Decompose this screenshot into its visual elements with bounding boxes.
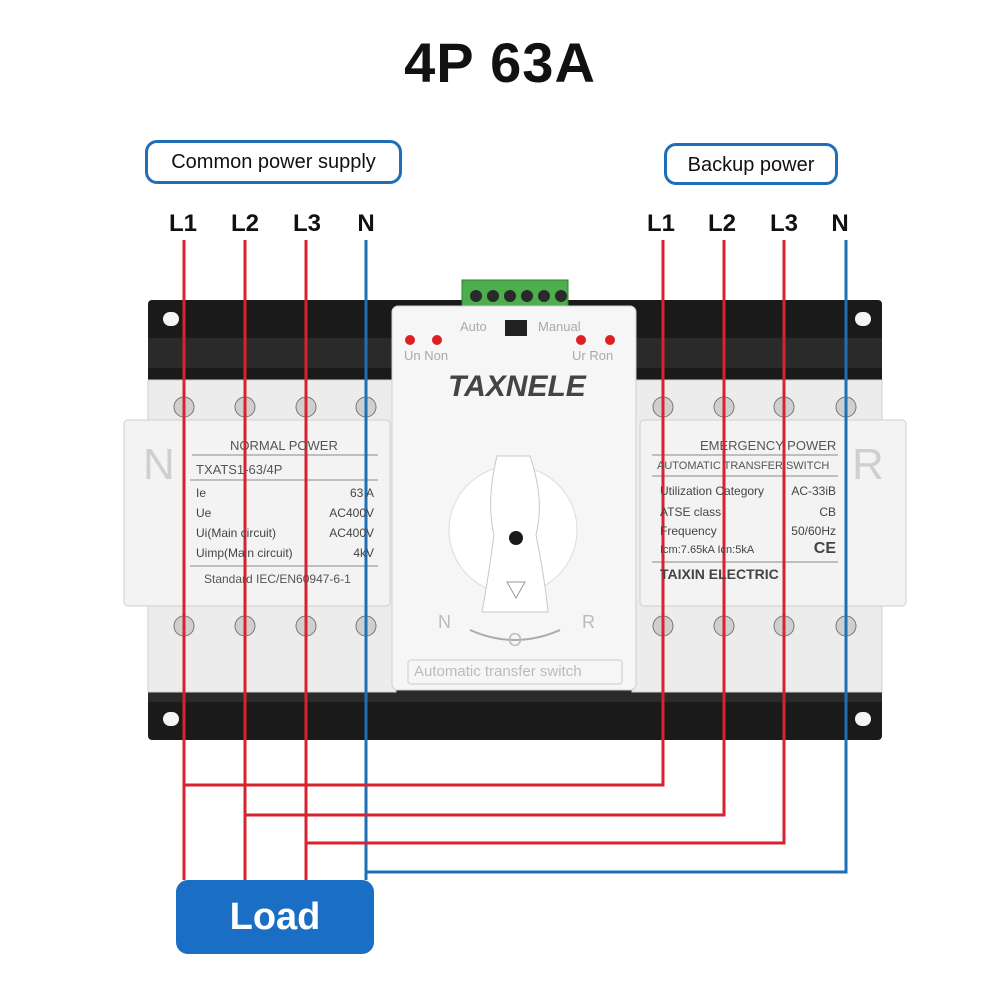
spec-label: ATSE class	[660, 505, 722, 519]
mount-hole	[163, 312, 179, 326]
spec-label: Ui(Main circuit)	[196, 526, 277, 540]
un-non-label: Un Non	[404, 348, 449, 363]
model-number: TXATS1-63/4P	[196, 462, 283, 477]
dial-o-label: O	[508, 630, 523, 650]
ur-indicator-light	[576, 335, 586, 345]
standard-text: Standard IEC/EN60947-6-1	[204, 572, 351, 586]
right-terminal-l3-label: L3	[769, 210, 798, 237]
spec-label: Uimp(Main circuit)	[196, 546, 293, 560]
right-l2-wire	[245, 240, 726, 817]
ats-title: AUTOMATIC TRANSFER SWITCH	[657, 460, 830, 472]
emergency-power-heading: EMERGENCY POWER	[700, 438, 837, 453]
backup-power-label: Backup power	[664, 143, 838, 185]
auto-manual-switch[interactable]	[505, 320, 527, 336]
left-terminal-l1-label: L1	[168, 210, 197, 237]
spec-value: CB	[819, 505, 836, 519]
spec-value: 50/60Hz	[791, 524, 836, 538]
normal-power-plate	[123, 419, 391, 607]
left-terminal-l3-label: L3	[292, 210, 321, 237]
page-title: 4P 63A	[404, 31, 596, 94]
auto-label: Auto	[460, 319, 487, 334]
big-n-mark: N	[143, 440, 175, 489]
left-terminal-l2-label: L2	[230, 210, 259, 237]
spec-label: Frequency	[660, 524, 717, 538]
load-label: Load	[176, 880, 374, 954]
mount-hole	[855, 712, 871, 726]
right-terminal-n-label: N	[831, 210, 849, 237]
un-indicator-light	[405, 335, 415, 345]
mount-hole	[163, 712, 179, 726]
brand-logo: TAXNELE	[448, 370, 586, 403]
right-n-wire	[366, 240, 848, 874]
spec-label: Icm:7.65kA Icn:5kA	[660, 544, 755, 556]
common-power-supply-label: Common power supply	[145, 140, 402, 184]
ron-indicator-light	[605, 335, 615, 345]
big-r-mark: R	[852, 440, 884, 489]
right-terminal-l1-label: L1	[646, 210, 675, 237]
spec-label: Ie	[196, 486, 207, 500]
dial-r-label: R	[582, 612, 595, 632]
spec-value: 63 A	[349, 486, 374, 500]
ce-mark: CE	[813, 540, 836, 557]
mount-hole	[855, 312, 871, 326]
spec-value: AC400V	[329, 526, 374, 540]
footer-panel	[407, 659, 623, 685]
spec-value: 4kV	[353, 546, 374, 560]
emergency-power-plate	[639, 419, 907, 607]
footer-text: Automatic transfer switch	[414, 663, 582, 680]
normal-power-heading: NORMAL POWER	[230, 438, 338, 453]
left-terminal-n-label: N	[357, 210, 375, 237]
connector-screws	[470, 290, 567, 302]
right-l3-wire	[306, 240, 786, 845]
spec-value: AC-33iB	[791, 484, 836, 498]
spec-label: Utilization Category	[660, 484, 765, 498]
ur-ron-label: Ur Ron	[572, 348, 614, 363]
handle-lock-hole	[509, 531, 523, 545]
non-indicator-light	[432, 335, 442, 345]
dial-arc	[469, 629, 561, 641]
dial-n-label: N	[438, 612, 451, 632]
manual-label: Manual	[538, 319, 581, 334]
spec-value: AC400V	[329, 506, 374, 520]
spec-label: Ue	[196, 506, 212, 520]
maker-name: TAIXIN ELECTRIC	[660, 566, 779, 582]
handle-arrow-icon	[506, 581, 526, 600]
right-l1-wire	[184, 240, 665, 787]
right-terminal-l2-label: L2	[707, 210, 736, 237]
